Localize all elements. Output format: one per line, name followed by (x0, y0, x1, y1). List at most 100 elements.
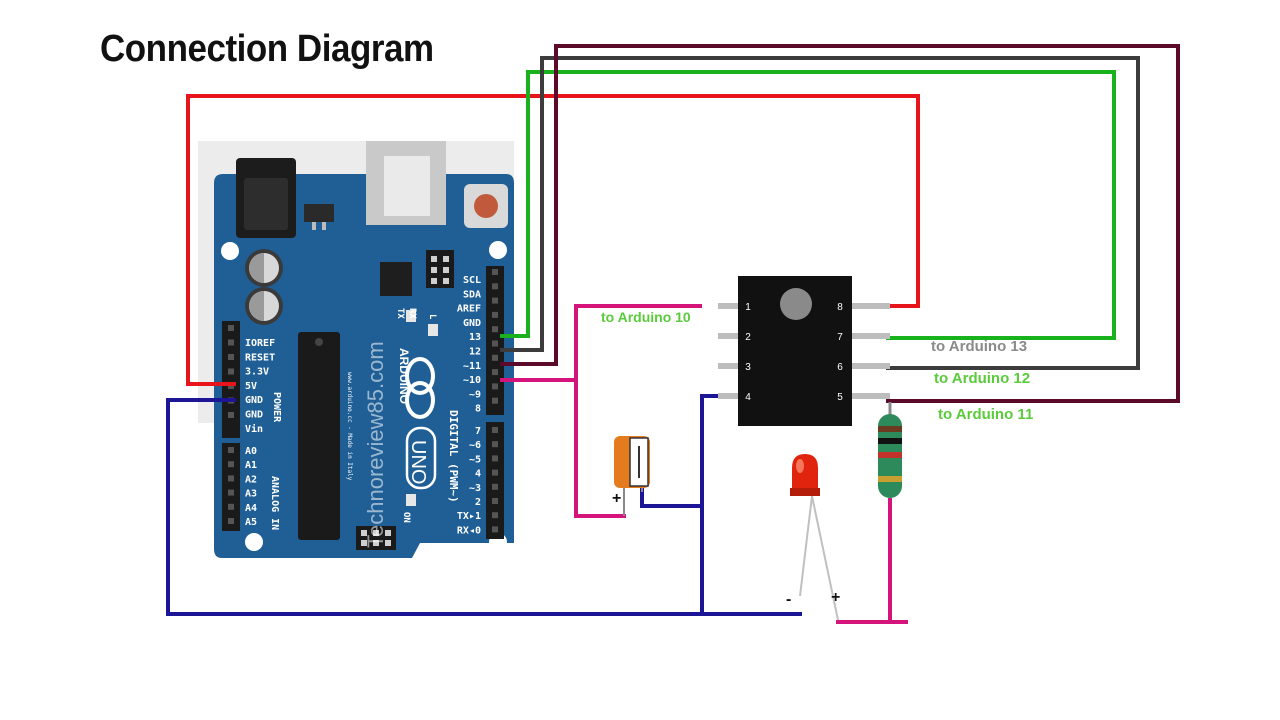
header-hole (492, 269, 498, 275)
analog-pin-label-1: A1 (245, 460, 257, 471)
wire-pin12-to-pin6 (500, 56, 1140, 370)
power-pin-label-0: IOREF (245, 338, 275, 349)
label-to-arduino-10: to Arduino 10 (601, 309, 691, 325)
electrolytic-capacitor: + (612, 436, 650, 516)
capacitor-plus-label: + (612, 490, 621, 507)
ic-pin-number: 6 (837, 362, 843, 373)
header-hole (228, 475, 234, 482)
digital-pin-label-8: ~9 (469, 389, 481, 400)
ic-pin-8 (850, 303, 890, 309)
label-to-arduino-13: to Arduino 13 (931, 338, 1027, 355)
header-hole (492, 340, 498, 347)
wire-gnd-riser (700, 394, 730, 616)
header-hole (492, 469, 498, 476)
ic-pin-4 (718, 393, 740, 399)
ic-pin-5 (850, 393, 890, 399)
led-dome (792, 454, 818, 492)
header-hole (492, 383, 498, 390)
mount-hole (221, 242, 239, 260)
digital-section-label: DIGITAL (PWM~) (447, 410, 460, 503)
header-hole (492, 326, 498, 333)
led-cathode-leg (799, 495, 813, 597)
resistor (878, 402, 902, 498)
on-led (406, 494, 416, 506)
header-hole (228, 461, 234, 468)
ic-pin-number: 2 (745, 332, 751, 343)
header-hole (492, 483, 498, 490)
wire-capacitor-gnd (640, 488, 704, 508)
arduino-logo-icon (405, 357, 435, 419)
red-led: - + (786, 454, 840, 621)
ic-pin-number: 4 (745, 392, 751, 403)
icsp-header (426, 250, 454, 288)
analog-pin-label-0: A0 (245, 446, 257, 457)
header-hole (228, 503, 234, 510)
header-hole (492, 397, 498, 404)
power-pin-label-5: GND (245, 410, 263, 421)
tx-led (406, 310, 416, 322)
digital-pin-labels: SCLSDAAREFGND1312~11~10~987~6~54~32TX▸1R… (457, 275, 481, 536)
digital-pin-label-low-7: RX◂0 (457, 525, 481, 536)
ic-pin-7 (850, 333, 890, 339)
wire-pin10-to-capacitor (574, 378, 626, 518)
on-label: ON (401, 512, 411, 523)
analog-pin-label-2: A2 (245, 474, 257, 485)
digital-pin-label-7: ~10 (463, 375, 481, 386)
header-hole (492, 455, 498, 462)
digital-pin-label-5: 12 (469, 347, 481, 358)
wire-pin13-to-pin7 (500, 70, 1116, 340)
label-to-arduino-12: to Arduino 12 (934, 370, 1030, 387)
digital-pin-label-low-0: 7 (475, 426, 481, 437)
digital-pin-label-2: AREF (457, 304, 481, 315)
power-pin-label-6: Vin (245, 423, 263, 435)
uno-badge (405, 426, 437, 490)
digital-pin-label-low-2: ~5 (469, 454, 481, 465)
header-hole (492, 526, 498, 533)
analog-pin-label-5: A5 (245, 517, 257, 528)
analog-header (222, 443, 240, 531)
led-anode-leg (811, 495, 839, 621)
header-hole (492, 297, 498, 304)
header-hole (492, 283, 498, 290)
led-minus-label: - (786, 591, 791, 608)
power-pin-label-4: GND (245, 395, 263, 406)
power-pin-label-2: 3.3V (245, 367, 269, 378)
label-to-arduino-11: to Arduino 11 (938, 406, 1033, 423)
l-label: L (427, 314, 437, 320)
mount-hole (245, 533, 263, 551)
power-pin-label-1: RESET (245, 352, 275, 363)
header-hole (228, 447, 234, 453)
wire-5v-to-pin8 (186, 94, 920, 386)
header-hole (228, 489, 234, 496)
ic-pin1-marker (780, 288, 812, 320)
reset-button-cap (474, 194, 498, 218)
header-hole (492, 427, 498, 433)
header-hole (492, 512, 498, 519)
voltage-regulator (304, 204, 334, 222)
header-hole (228, 354, 234, 360)
header-hole (228, 518, 234, 524)
mount-hole (489, 241, 507, 259)
ic-pin-number: 7 (837, 332, 843, 343)
digital-header-bottom (486, 422, 504, 539)
analog-section-label: ANALOG IN (269, 476, 280, 530)
watermark-text: Technoreview85.com (363, 341, 388, 548)
ic-pin-number: 8 (837, 302, 843, 313)
ic-pin-6 (850, 363, 890, 369)
digital-pin-label-9: 8 (475, 404, 481, 415)
digital-pin-label-6: ~11 (463, 361, 481, 372)
wires (166, 44, 1180, 624)
header-hole (492, 369, 498, 376)
analog-pin-label-4: A4 (245, 503, 257, 514)
header-hole (228, 325, 234, 331)
power-jack-inner (244, 178, 288, 230)
digital-pin-label-low-3: 4 (475, 469, 481, 480)
digital-pin-label-low-4: ~3 (469, 483, 481, 494)
ic-pin-1 (718, 303, 740, 309)
digital-pin-label-3: GND (463, 318, 481, 329)
